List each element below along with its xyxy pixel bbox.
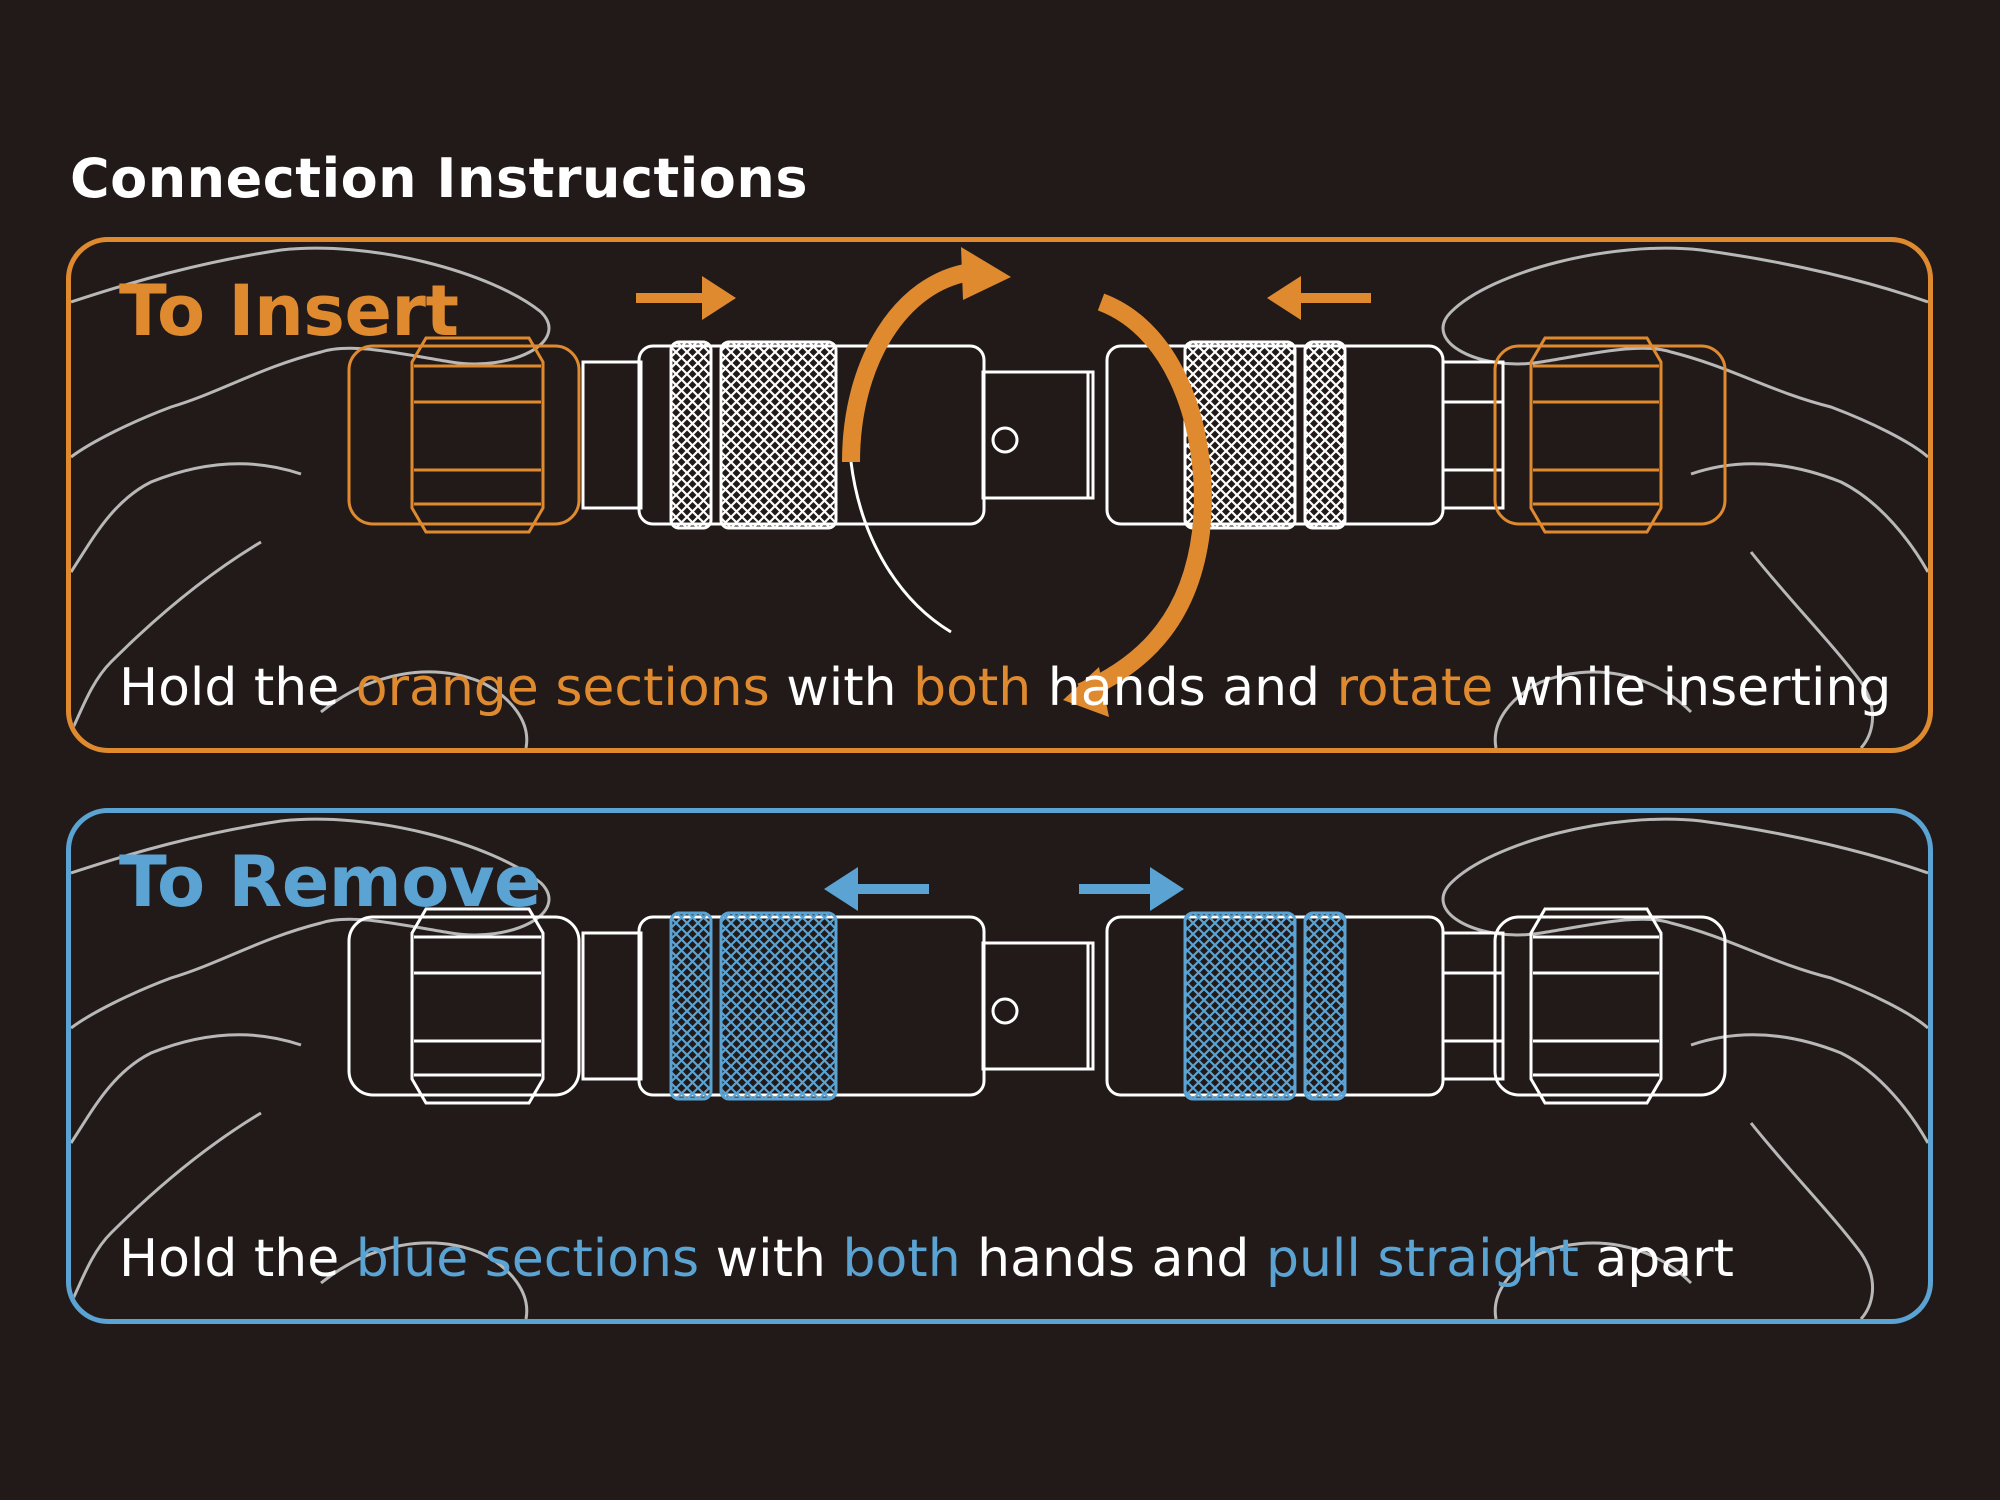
- instruction-highlight: blue sections: [355, 1229, 700, 1289]
- rotate-arrow-icon: [1077, 293, 1212, 701]
- insert-connector-diagram: [71, 246, 1928, 748]
- rotate-arrowhead-icon: [961, 247, 1011, 300]
- arrow-right-icon: [702, 276, 736, 320]
- left-pin-housing: [981, 370, 1095, 500]
- instruction-highlight: both: [913, 658, 1032, 718]
- remove-heading: To Remove: [119, 841, 541, 923]
- right-hex-nut: [1529, 907, 1663, 1105]
- instruction-text: while inserting: [1493, 658, 1892, 718]
- left-knurl-ring: [669, 340, 713, 530]
- left-pin-housing: [981, 941, 1095, 1071]
- rotate-arrowhead-icon: [1063, 667, 1109, 717]
- left-body: [581, 360, 643, 510]
- left-hand-outline: [71, 462, 302, 733]
- left-cable-boot: [347, 344, 581, 526]
- instruction-text: with: [769, 658, 914, 718]
- right-hex-nut-facet: [1533, 364, 1659, 506]
- right-body-facet: [1443, 971, 1503, 1043]
- instruction-text: Hold the: [119, 1229, 356, 1289]
- left-hand-outline: [71, 1033, 302, 1304]
- right-knurl-ring: [1303, 911, 1347, 1101]
- instruction-text: Hold the: [119, 658, 356, 718]
- left-hex-nut-facet: [414, 364, 541, 506]
- rotate-arrow-icon: [842, 263, 973, 463]
- right-hand-outline: [1690, 1033, 1928, 1319]
- insert-heading: To Insert: [119, 270, 459, 352]
- right-hex-nut: [1529, 336, 1663, 534]
- left-knurl-grip: [719, 340, 838, 530]
- instruction-highlight: both: [842, 1229, 961, 1289]
- right-body: [1441, 931, 1505, 1081]
- right-hand-outline: [1493, 670, 1693, 748]
- rotate-guide-line: [849, 461, 952, 634]
- instruction-text: with: [699, 1229, 843, 1289]
- left-knurl-grip: [719, 911, 838, 1101]
- right-cable-boot: [1493, 344, 1727, 526]
- right-knurl-grip: [1183, 911, 1297, 1101]
- left-hex-nut: [410, 336, 545, 534]
- right-knurl-grip: [1183, 340, 1297, 530]
- remove-panel: To Remove Hold the blue sections with bo…: [66, 808, 1933, 1324]
- left-hand-outline: [320, 670, 529, 748]
- instruction-highlight: pull straight: [1265, 1229, 1579, 1289]
- insert-panel: To Insert Hold the orange sections with …: [66, 237, 1933, 753]
- remove-connector-diagram: [71, 817, 1928, 1319]
- left-body: [581, 931, 643, 1081]
- left-hex-nut: [410, 907, 545, 1105]
- locking-pin-hole: [991, 997, 1019, 1025]
- right-cable-boot: [1493, 915, 1727, 1097]
- instruction-text: hands and: [1031, 658, 1337, 718]
- right-body-facet: [1443, 400, 1503, 472]
- instruction-text: hands and: [960, 1229, 1266, 1289]
- remove-instruction: Hold the blue sections with both hands a…: [119, 1229, 1734, 1289]
- left-hand-outline: [71, 246, 551, 459]
- arrow-left-icon: [1267, 276, 1301, 320]
- instruction-highlight: rotate: [1336, 658, 1494, 718]
- right-hand-outline: [1690, 462, 1928, 748]
- arrow-right-icon: [1150, 867, 1184, 911]
- right-hand-outline: [1441, 817, 1928, 1030]
- page-title: Connection Instructions: [70, 147, 808, 210]
- left-cable-boot: [347, 915, 581, 1097]
- right-hex-nut-facet: [1533, 935, 1659, 1077]
- left-knurl-ring: [669, 911, 713, 1101]
- right-hand-outline: [1441, 246, 1928, 459]
- locking-pin-hole: [991, 426, 1019, 454]
- insert-instruction: Hold the orange sections with both hands…: [119, 658, 1892, 718]
- arrow-left-icon: [824, 867, 858, 911]
- instruction-highlight: orange sections: [355, 658, 770, 718]
- right-knurl-ring: [1303, 340, 1347, 530]
- right-hand-outline: [1493, 1241, 1693, 1319]
- left-hand-outline: [320, 1241, 529, 1319]
- left-hand-outline: [71, 817, 551, 1030]
- right-body: [1441, 360, 1505, 510]
- instruction-text: apart: [1578, 1229, 1734, 1289]
- left-hex-nut-facet: [414, 935, 541, 1077]
